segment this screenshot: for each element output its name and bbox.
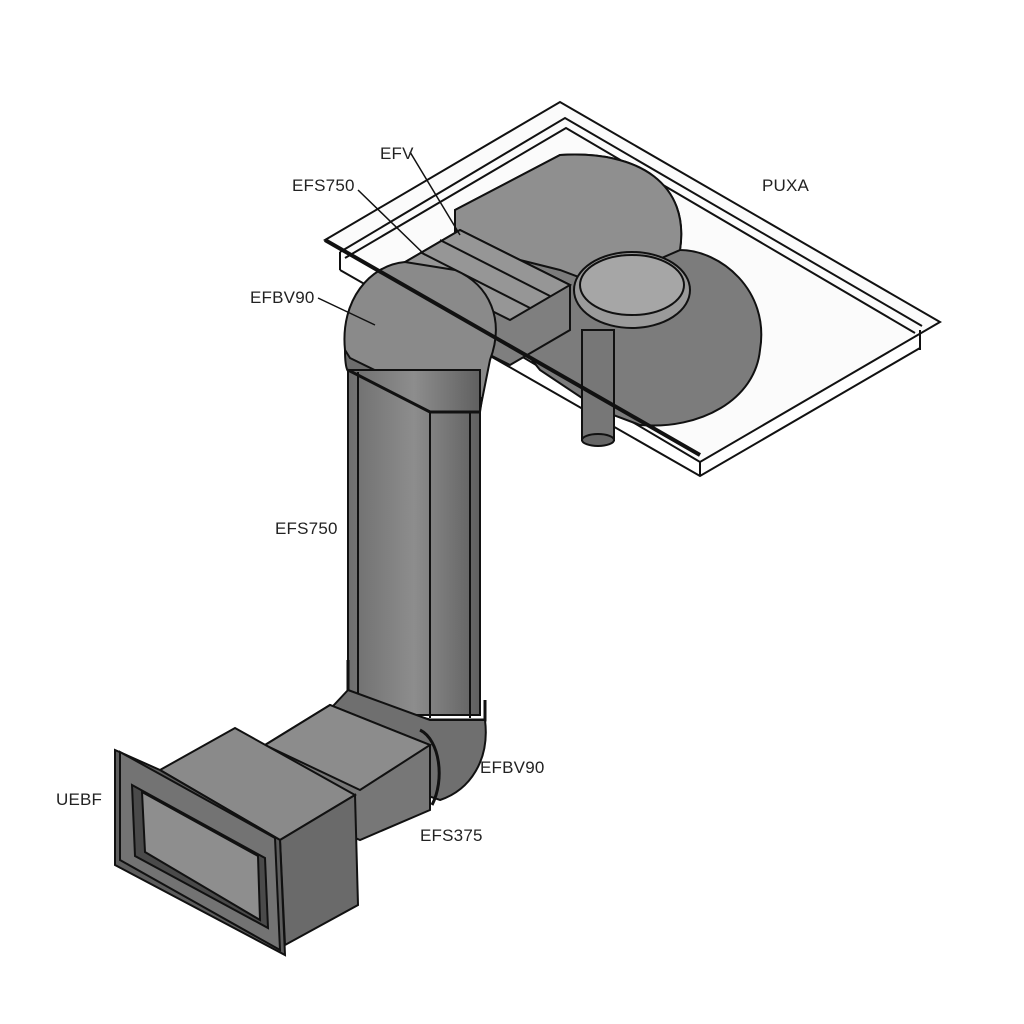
- leader-lines: [317, 151, 461, 326]
- label-efbv90-top: EFBV90: [250, 288, 315, 307]
- label-efs375: EFS375: [420, 826, 483, 845]
- label-efs750-mid: EFS750: [275, 519, 338, 538]
- vertical-duct: [346, 368, 487, 722]
- label-uebf: UEBF: [56, 790, 103, 809]
- label-efs750-top: EFS750: [292, 176, 355, 195]
- label-efv: EFV: [380, 144, 414, 163]
- label-puxa: PUXA: [762, 176, 810, 195]
- register-box: [114, 726, 360, 957]
- ceiling-panel-front-edge: [324, 238, 701, 457]
- label-efbv90-bottom: EFBV90: [480, 758, 545, 777]
